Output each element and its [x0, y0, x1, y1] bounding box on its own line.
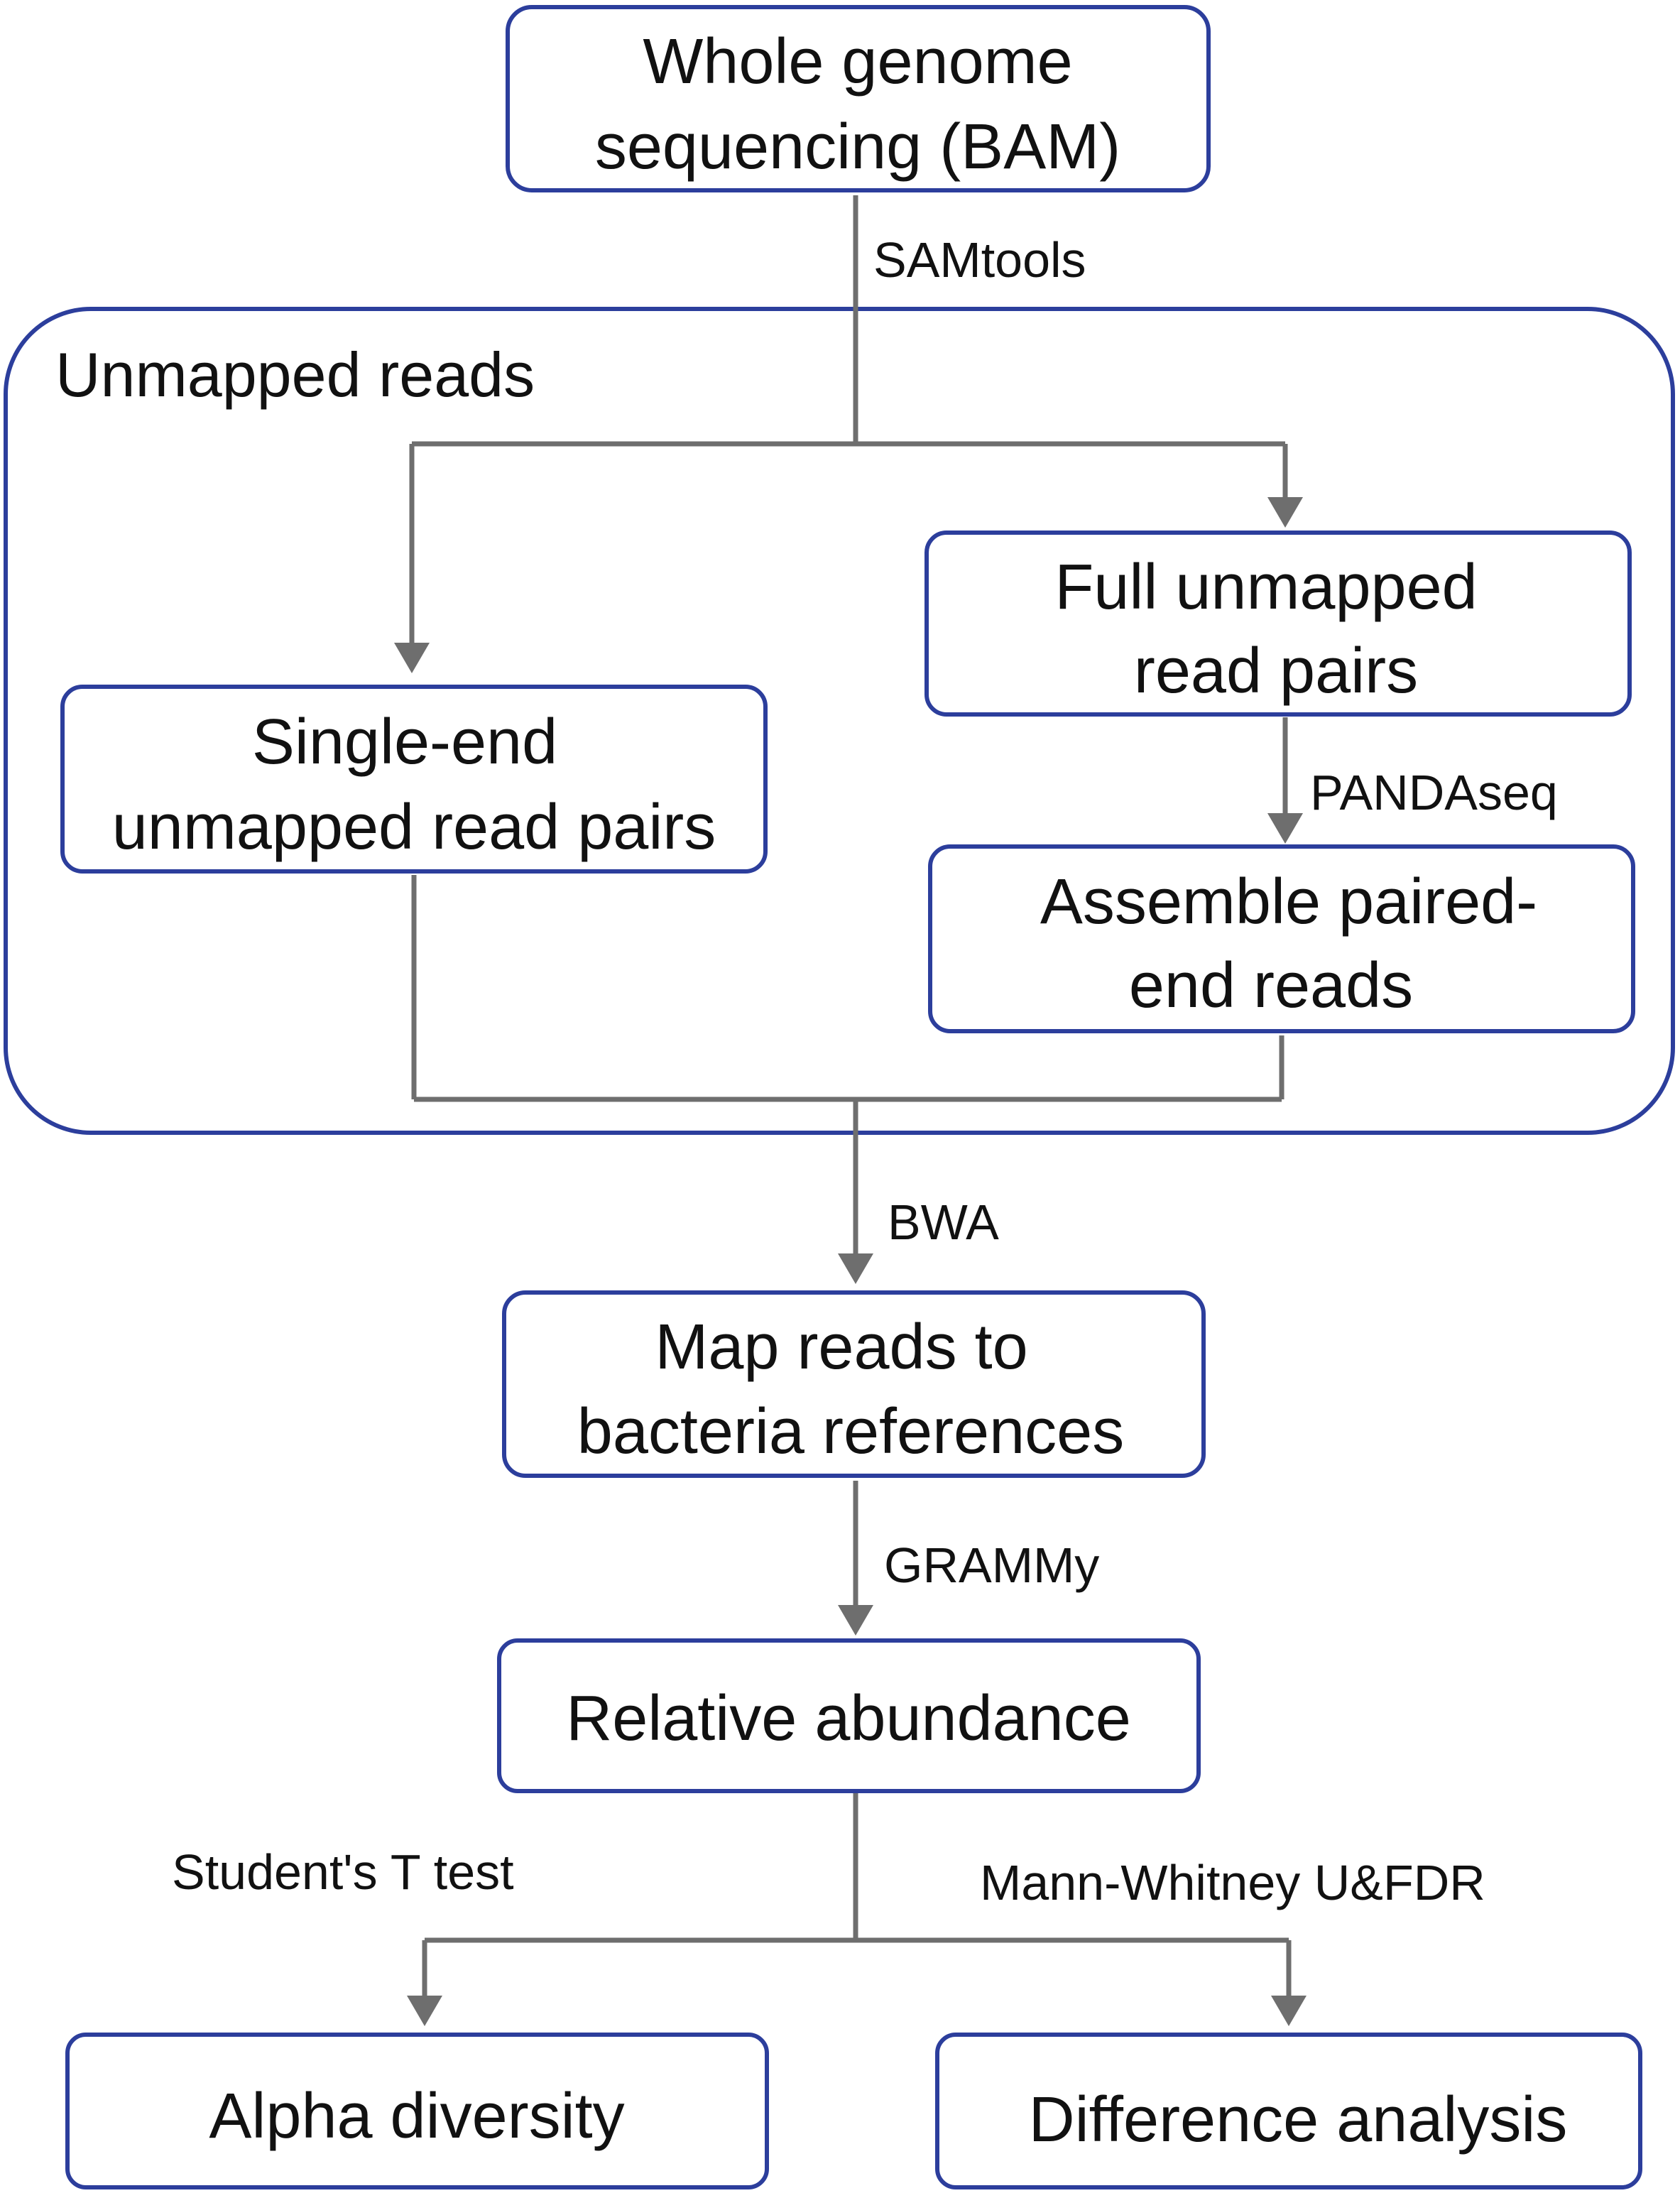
node-map-reads: Map reads to bacteria references: [502, 1290, 1206, 1478]
edge-label-samtools: SAMtools: [873, 232, 1086, 288]
node-full-line1: Full unmapped: [1054, 552, 1477, 623]
node-alpha-line1: Alpha diversity: [209, 2081, 624, 2152]
node-assemble-line2: end reads: [1129, 950, 1413, 1021]
node-wgs-line2: sequencing (BAM): [595, 111, 1120, 183]
node-assemble-line1: Assemble paired-: [1040, 866, 1537, 937]
arrowhead-full: [1267, 497, 1303, 528]
arrowhead-difference: [1271, 1996, 1307, 2026]
arrowhead-assemble: [1267, 813, 1303, 844]
arrowhead-map: [838, 1253, 873, 1284]
node-difference-analysis: Difference analysis: [935, 2033, 1642, 2189]
node-relative-line1: Relative abundance: [566, 1683, 1131, 1754]
node-full-unmapped: Full unmapped read pairs: [924, 531, 1632, 717]
node-single-end: Single-end unmapped read pairs: [60, 685, 768, 874]
node-relative-abundance: Relative abundance: [497, 1638, 1201, 1793]
arrowhead-single: [394, 643, 430, 673]
edge-label-bwa: BWA: [888, 1195, 999, 1250]
arrowhead-alpha: [407, 1996, 442, 2026]
node-map-line1: Map reads to: [655, 1312, 1027, 1383]
node-wgs: Whole genome sequencing (BAM): [506, 5, 1211, 192]
connectors: [394, 195, 1307, 2026]
edge-label-pandaseq: PANDAseq: [1310, 765, 1558, 820]
node-full-line2: read pairs: [1134, 636, 1418, 707]
edge-label-mannwhitney: Mann-Whitney U&FDR: [980, 1855, 1485, 1910]
node-difference-line1: Difference analysis: [1029, 2084, 1568, 2155]
node-map-line2: bacteria references: [577, 1396, 1124, 1467]
node-single-line2: unmapped read pairs: [112, 792, 716, 863]
node-alpha-diversity: Alpha diversity: [65, 2033, 769, 2189]
node-wgs-line1: Whole genome: [643, 26, 1072, 97]
arrowhead-relative: [838, 1605, 873, 1636]
edge-label-ttest: Student's T test: [172, 1844, 514, 1900]
unmapped-reads-group: [4, 307, 1675, 1135]
node-assemble: Assemble paired- end reads: [928, 844, 1635, 1033]
node-single-line1: Single-end: [252, 707, 557, 778]
unmapped-reads-group-label: Unmapped reads: [55, 339, 535, 410]
edge-label-grammy: GRAMMy: [884, 1538, 1099, 1593]
